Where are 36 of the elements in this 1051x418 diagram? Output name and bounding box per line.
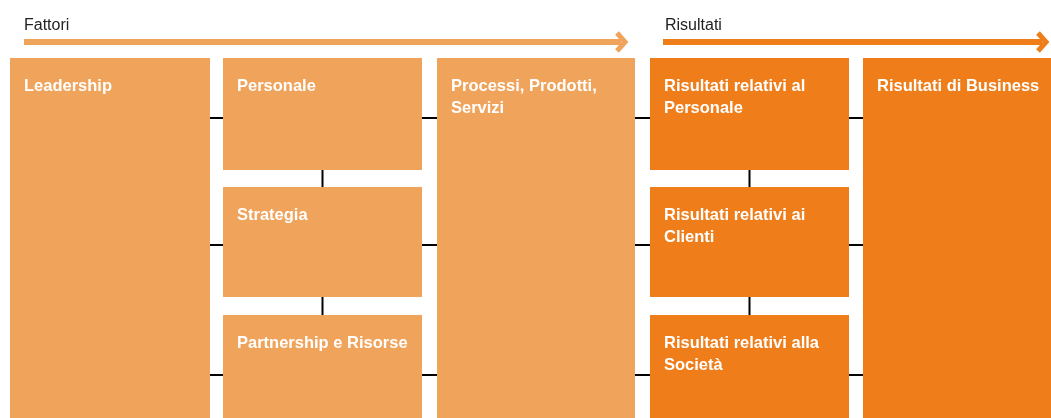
box-label: Risultati di Business: [877, 75, 1041, 96]
result-box: [863, 58, 1051, 418]
box-label: Risultati relativi alla Società: [664, 332, 820, 375]
result-box: [650, 315, 849, 418]
connector-line: [848, 117, 864, 119]
result-box: [650, 187, 849, 297]
process-box: [437, 58, 635, 418]
enabler-box: [223, 58, 422, 170]
connector-line: [748, 296, 751, 316]
enabler-box: [223, 187, 422, 297]
connector-line: [634, 117, 651, 119]
connector-line: [321, 296, 324, 316]
connector-line: [421, 117, 438, 119]
connector-line: [209, 117, 224, 119]
connector-line: [321, 169, 324, 188]
connector-line: [209, 244, 224, 246]
box-label: Leadership: [24, 75, 114, 96]
connector-line: [421, 244, 438, 246]
connector-line: [848, 244, 864, 246]
enabler-box: [223, 315, 422, 418]
connector-line: [421, 374, 438, 376]
box-label: Processi, Prodotti, Servizi: [451, 75, 598, 118]
section-heading: Fattori: [24, 16, 70, 34]
box-label: Personale: [237, 75, 317, 96]
box-label: Risultati relativi ai Clienti: [664, 204, 807, 247]
box-label: Risultati relativi al Personale: [664, 75, 807, 118]
connector-line: [848, 374, 864, 376]
connector-line: [748, 169, 751, 188]
connector-line: [634, 244, 651, 246]
result-box: [650, 58, 849, 170]
box-label: Strategia: [237, 204, 309, 225]
box-label: Partnership e Risorse: [237, 332, 409, 353]
connector-line: [634, 374, 651, 376]
section-heading: Risultati: [665, 16, 722, 34]
leadership-box: [10, 58, 210, 418]
connector-line: [209, 374, 224, 376]
